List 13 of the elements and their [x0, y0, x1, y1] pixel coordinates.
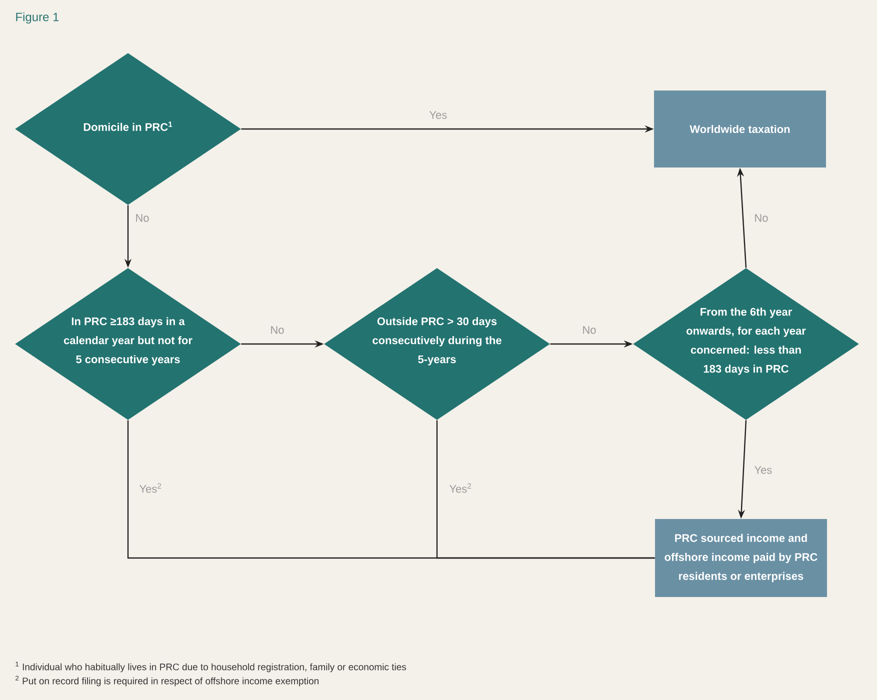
- result-box: PRC sourced income and offshore income paid by PRC residents or enterprises: [655, 519, 827, 597]
- edge-label: No: [134, 213, 150, 223]
- edge-label: No: [269, 325, 286, 335]
- footnote: $^{2}$ Put on record filing is required in respect of offshore income exemption: [16, 676, 318, 686]
- edge-label: No: [753, 213, 770, 223]
- edge-label: Yes$^{2}$: [138, 482, 163, 494]
- edge-label: No: [581, 325, 598, 335]
- edge-label: Yes: [753, 465, 774, 475]
- figure-title: Figure 1: [16, 12, 59, 24]
- result-box: Worldwide taxation: [654, 90, 826, 168]
- footnote: $^{1}$ Individual who habitually lives in PRC due to household registration, family or economic ties: [16, 662, 406, 672]
- edge-label: Yes$^{2}$: [448, 482, 473, 494]
- edge-label: Yes: [428, 110, 448, 120]
